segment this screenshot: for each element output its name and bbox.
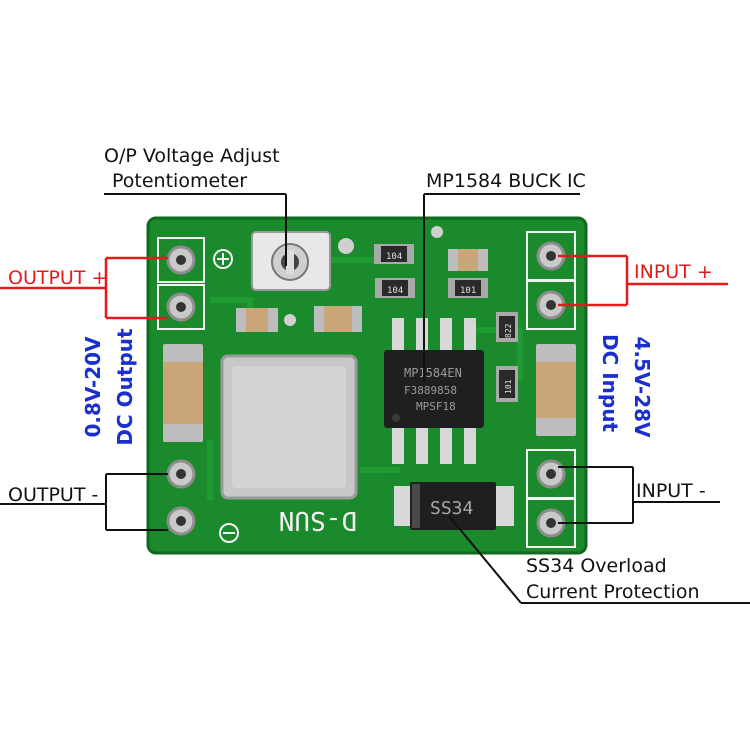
diode-marking: SS34 [430,498,473,519]
output-voltage-range: 0.8V-20V [81,336,105,438]
input-pads [526,231,576,548]
output-name: DC Output [113,328,137,446]
input-capacitor [536,344,576,436]
polarity-marks [213,249,239,543]
output-pads [157,237,205,536]
pcb-board [146,216,588,555]
brand-marking: D-SUN [279,505,357,535]
diode-label-line1: SS34 Overload [526,555,667,577]
callout-lines [104,193,750,604]
res-b-marking: 104 [387,286,403,296]
diode-label-line2: Current Protection [526,581,700,603]
ic-marking-line1: MP1584EN [404,366,462,380]
potentiometer-label-line2: Potentiometer [112,170,248,192]
output-plus-wire [0,256,168,320]
ic-marking-line2: F3889858 [404,384,457,397]
input-minus-wire [558,466,720,524]
ic-marking-line3: MPSF18 [416,400,456,413]
input-plus-wire [558,254,728,307]
potentiometer [251,231,331,291]
smd-components-top [236,244,518,402]
res-c-marking: 101 [460,286,476,296]
input-plus-label: INPUT + [634,261,713,283]
input-minus-label: INPUT - [636,480,706,502]
output-minus-label: OUTPUT - [8,484,99,506]
ss34-diode [394,482,514,530]
res-e-marking: 101 [504,379,513,394]
output-plus-label: OUTPUT + [8,267,108,289]
input-voltage-range: 4.5V-28V [630,336,654,438]
output-capacitor [163,344,203,442]
buck-ic [384,318,484,464]
ic-label: MP1584 BUCK IC [426,170,586,192]
output-minus-wire [0,473,168,531]
inductor [220,354,358,500]
res-d-marking: 822 [504,323,513,338]
potentiometer-label-line1: O/P Voltage Adjust [104,145,280,167]
res-a-marking: 104 [386,252,402,262]
input-name: DC Input [598,333,622,433]
